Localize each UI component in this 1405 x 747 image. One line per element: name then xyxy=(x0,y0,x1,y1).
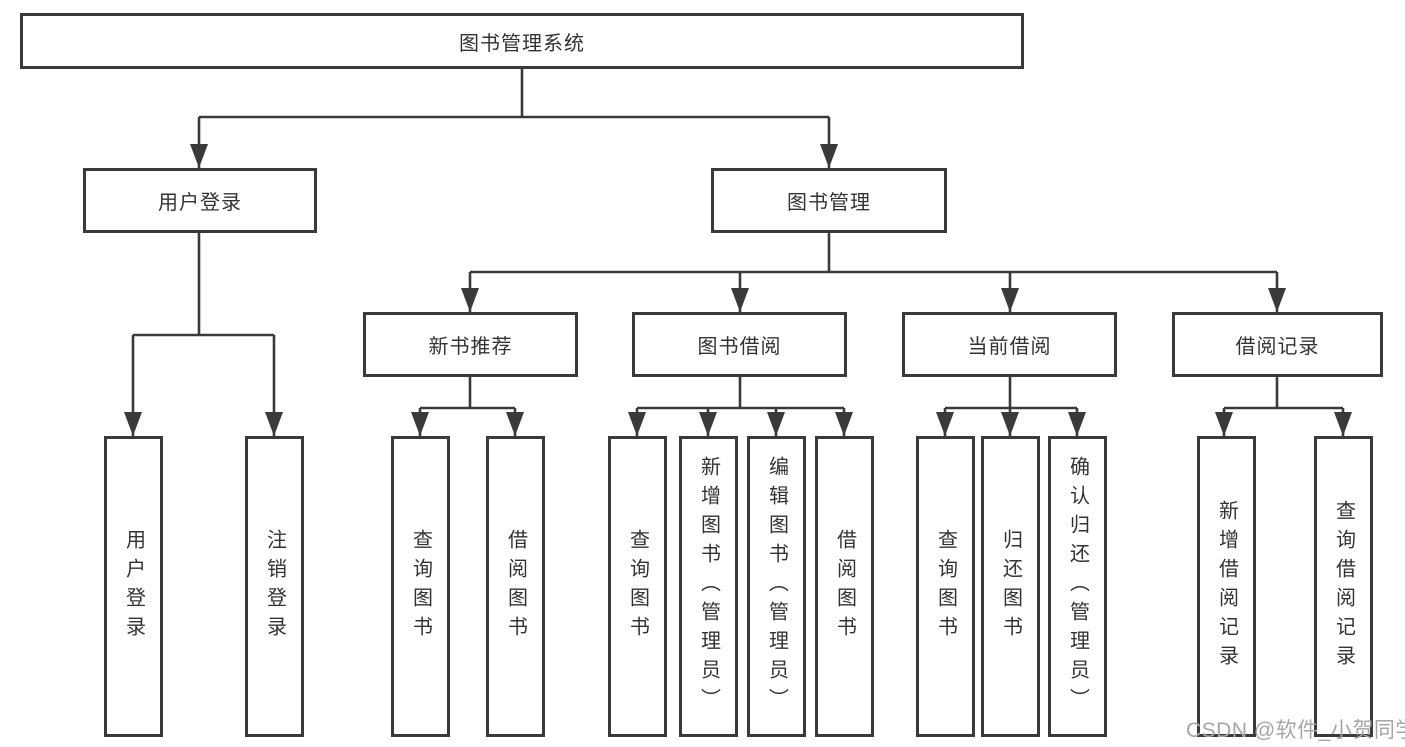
leaf-label: 查询借阅记录 xyxy=(1332,499,1355,674)
node-label: 新书推荐 xyxy=(428,336,513,358)
leaf-query-borrow-record: 查询借阅记录 xyxy=(1314,436,1373,737)
leaf-label: 查询图书 xyxy=(934,528,957,645)
node-label: 图书借阅 xyxy=(697,336,782,358)
node-library-system-root: 图书管理系统 xyxy=(20,13,1024,69)
leaf-query-books-recommend: 查询图书 xyxy=(391,436,450,737)
leaf-borrow-books-recommend: 借阅图书 xyxy=(486,436,545,737)
node-book-borrowing: 图书借阅 xyxy=(632,312,847,377)
node-book-management: 图书管理 xyxy=(711,168,947,233)
leaf-label: 用户登录 xyxy=(122,528,145,645)
leaf-edit-books-admin: 编辑图书（管理员） xyxy=(747,436,806,737)
leaf-label: 查询图书 xyxy=(626,528,649,645)
leaf-user-login: 用户登录 xyxy=(104,436,163,737)
leaf-confirm-return-admin: 确认归还（管理员） xyxy=(1048,436,1107,737)
leaf-label: 新增借阅记录 xyxy=(1215,499,1238,674)
leaf-label: 新增图书（管理员） xyxy=(697,456,720,717)
leaf-logout: 注销登录 xyxy=(245,436,304,737)
leaf-query-books-borrowing: 查询图书 xyxy=(608,436,667,737)
leaf-label: 编辑图书（管理员） xyxy=(765,456,788,717)
node-user-login: 用户登录 xyxy=(83,168,317,233)
leaf-add-books-admin: 新增图书（管理员） xyxy=(679,436,738,737)
leaf-label: 注销登录 xyxy=(263,528,286,645)
node-borrowing-records: 借阅记录 xyxy=(1172,312,1383,377)
node-label: 借阅记录 xyxy=(1235,336,1320,358)
leaf-query-books-current: 查询图书 xyxy=(916,436,975,737)
node-label: 用户登录 xyxy=(158,192,242,214)
node-label: 图书管理 xyxy=(787,192,871,214)
node-new-book-recommendation: 新书推荐 xyxy=(363,312,578,377)
leaf-label: 借阅图书 xyxy=(833,528,856,645)
leaf-label: 借阅图书 xyxy=(504,528,527,645)
node-label: 图书管理系统 xyxy=(459,32,585,55)
leaf-label: 归还图书 xyxy=(999,528,1022,645)
leaf-add-borrow-record: 新增借阅记录 xyxy=(1197,436,1256,737)
leaf-return-books: 归还图书 xyxy=(981,436,1040,737)
node-label: 当前借阅 xyxy=(967,336,1052,358)
leaf-borrow-books: 借阅图书 xyxy=(815,436,874,737)
node-current-borrowing: 当前借阅 xyxy=(902,312,1117,377)
leaf-label: 确认归还（管理员） xyxy=(1066,456,1089,717)
csdn-watermark: CSDN @软件_小贺同学 xyxy=(1186,719,1405,742)
leaf-label: 查询图书 xyxy=(409,528,432,645)
